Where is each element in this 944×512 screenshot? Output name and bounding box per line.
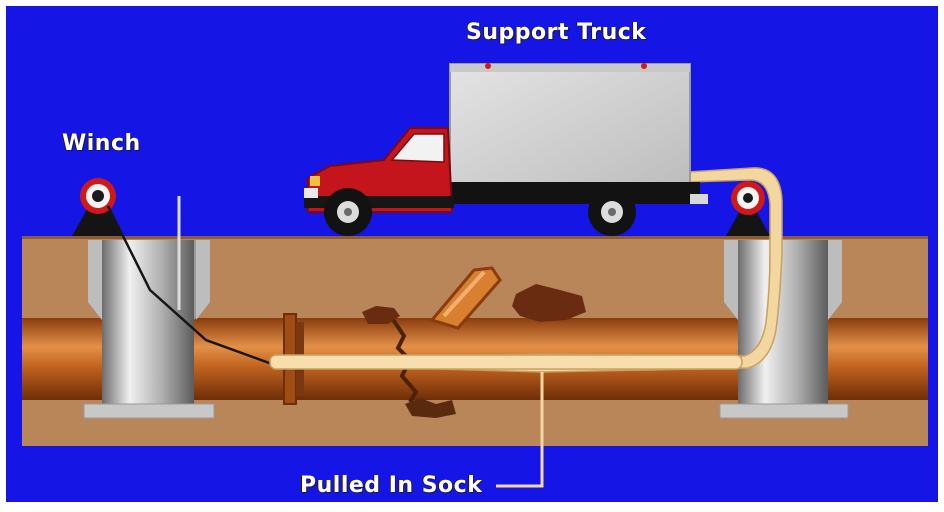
support-truck-label: Support Truck [466, 20, 646, 45]
truck-wheel-front [324, 188, 372, 236]
truck-wheel-rear [588, 188, 636, 236]
pulled-in-sock-label: Pulled In Sock [300, 473, 482, 498]
truck-cargo-box [450, 64, 690, 186]
winch-label: Winch [62, 131, 141, 156]
